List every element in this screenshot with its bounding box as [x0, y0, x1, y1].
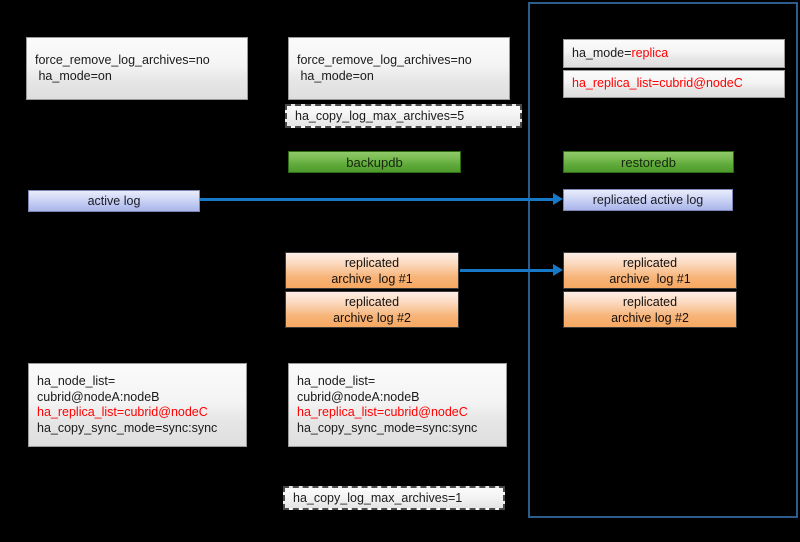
- nodeA-active-log-label: active log: [87, 194, 141, 208]
- nodeC-ha-replica-list-label: ha_replica_list=cubrid@nodeC: [572, 76, 743, 91]
- nodeC-replicated-archive-log-1: replicated archive log #1: [563, 252, 737, 289]
- arrow-archive-log-to-replicated-archive-log-line: [460, 269, 555, 272]
- nodeB-copy-log-max-archives-box: ha_copy_log_max_archives=5: [285, 104, 522, 128]
- nodeB-copy-log-max-archives-bottom-box: ha_copy_log_max_archives=1: [283, 486, 505, 510]
- nodeA-config-line2: ha_mode=on: [35, 68, 112, 83]
- nodeC-replicated-archive-log-2: replicated archive log #2: [563, 291, 737, 328]
- nodeB-copy-log-max-archives-bottom-label: ha_copy_log_max_archives=1: [293, 491, 463, 505]
- nodeA-ha-params-box: ha_node_list= cubrid@nodeA:nodeB ha_repl…: [28, 363, 247, 447]
- nodeC-archive1-line2: archive log #1: [609, 271, 691, 286]
- nodeB-replicated-archive-log-2: replicated archive log #2: [285, 291, 459, 328]
- nodeA-ha-node-list-value: cubrid@nodeA:nodeB: [37, 389, 160, 404]
- nodeA-active-log-bar: active log: [28, 190, 200, 212]
- nodeA-config-box: force_remove_log_archives=no ha_mode=on: [26, 37, 248, 100]
- nodeC-ha-mode-line: ha_mode=replica: [572, 46, 778, 62]
- nodeA-ha-copy-sync-mode: ha_copy_sync_mode=sync:sync: [37, 420, 218, 435]
- nodeC-archive1-line1: replicated: [622, 255, 678, 270]
- nodeC-archive2-line1: replicated: [622, 294, 678, 309]
- nodeB-archive1-line1: replicated: [344, 255, 400, 270]
- nodeB-copy-log-max-archives-label: ha_copy_log_max_archives=5: [295, 109, 465, 123]
- backupdb-button[interactable]: backupdb: [288, 151, 461, 173]
- nodeB-ha-copy-sync-mode: ha_copy_sync_mode=sync:sync: [297, 420, 478, 435]
- nodeA-ha-node-list: ha_node_list=: [37, 374, 116, 388]
- restoredb-label: restoredb: [621, 154, 676, 170]
- nodeC-ha-mode-prefix: ha_mode=: [572, 45, 632, 60]
- nodeC-ha-replica-list-box: ha_replica_list=cubrid@nodeC: [563, 70, 785, 98]
- nodeB-ha-node-list-value: cubrid@nodeA:nodeB: [297, 389, 420, 404]
- nodeB-ha-node-list: ha_node_list=: [297, 374, 376, 388]
- nodeB-config-box: force_remove_log_archives=no ha_mode=on: [288, 37, 510, 100]
- nodeA-config-line1: force_remove_log_archives=no: [35, 53, 210, 67]
- nodeC-ha-mode-value: replica: [631, 45, 669, 60]
- nodeB-replicated-archive-log-1: replicated archive log #1: [285, 252, 459, 289]
- nodeB-config-line1: force_remove_log_archives=no: [297, 53, 472, 67]
- nodeA-ha-replica-list: ha_replica_list=cubrid@nodeC: [37, 405, 208, 419]
- nodeB-archive2-line2: archive log #2: [333, 310, 411, 325]
- arrow-archive-log-to-replicated-archive-log-head: [553, 264, 563, 276]
- nodeC-replicated-active-log-bar: replicated active log: [563, 189, 733, 211]
- nodeB-ha-params-box: ha_node_list= cubrid@nodeA:nodeB ha_repl…: [288, 363, 507, 447]
- nodeB-config-line2: ha_mode=on: [297, 68, 374, 83]
- replica-group-rectangle: [528, 2, 798, 518]
- nodeB-ha-replica-list: ha_replica_list=cubrid@nodeC: [297, 405, 468, 419]
- nodeB-archive1-line2: archive log #1: [331, 271, 413, 286]
- nodeB-archive2-line1: replicated: [344, 294, 400, 309]
- arrow-active-log-to-replicated-active-log-line: [200, 198, 553, 201]
- nodeC-archive2-line2: archive log #2: [611, 310, 689, 325]
- arrow-active-log-to-replicated-active-log-head: [553, 193, 563, 205]
- backupdb-label: backupdb: [346, 154, 403, 170]
- restoredb-button[interactable]: restoredb: [563, 151, 734, 173]
- nodeC-replicated-active-log-label: replicated active log: [592, 193, 704, 207]
- nodeC-ha-mode-box: ha_mode=replica: [563, 39, 785, 68]
